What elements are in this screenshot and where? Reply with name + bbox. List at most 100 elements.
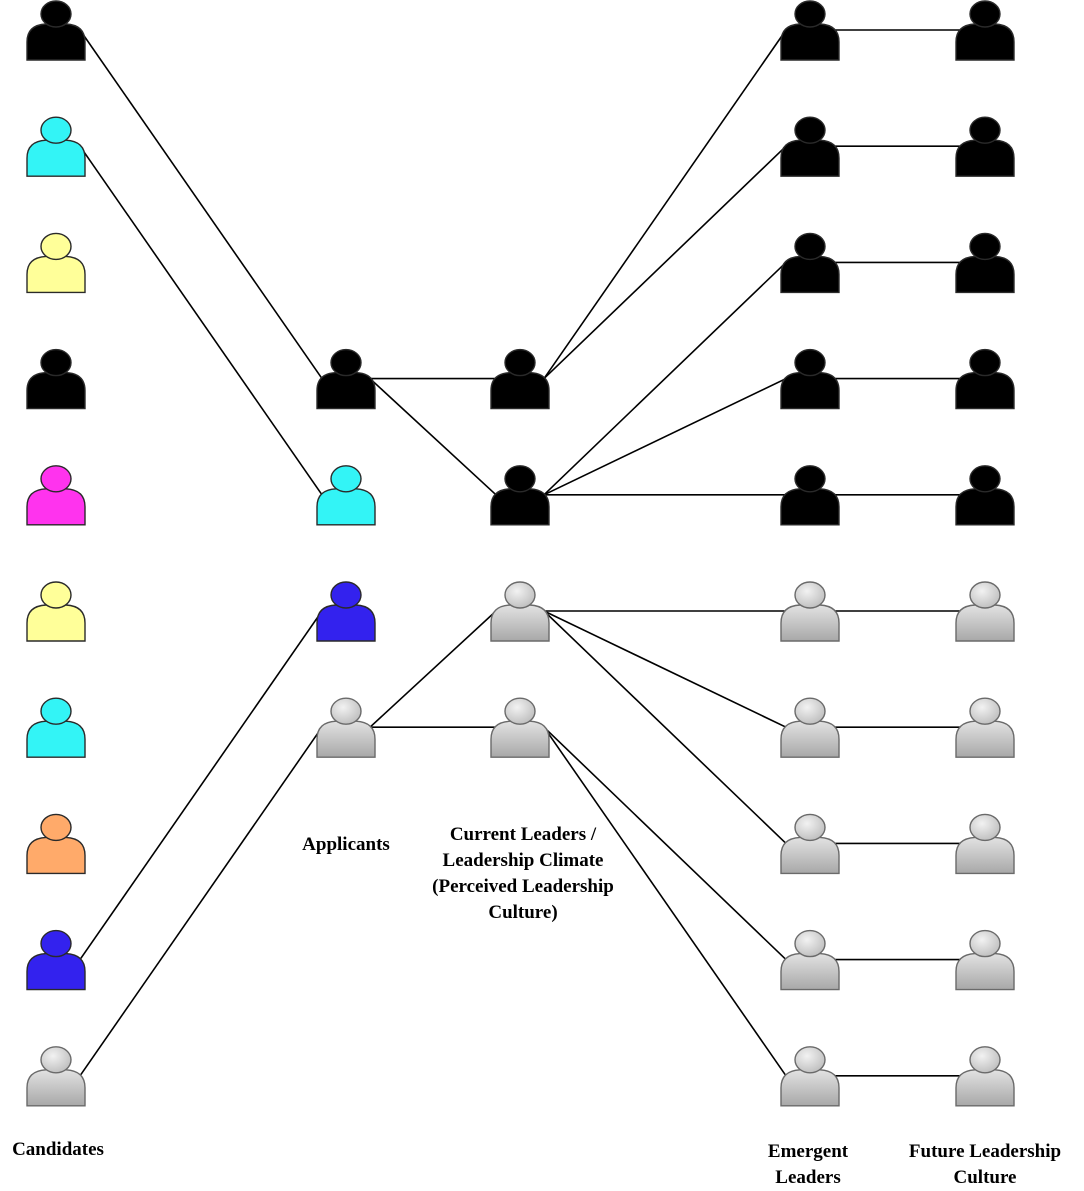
person-body xyxy=(955,720,1015,758)
person-icon xyxy=(26,465,86,526)
person-head xyxy=(794,465,826,493)
connector-line xyxy=(543,29,787,380)
person-head xyxy=(40,232,72,261)
connector-line xyxy=(79,726,323,1077)
person-icon xyxy=(955,1046,1015,1107)
person-body xyxy=(316,604,376,642)
current-leaders-label-line-4: Culture) xyxy=(488,902,558,923)
connector-line xyxy=(543,610,787,844)
person-body xyxy=(780,952,840,991)
person-body xyxy=(955,255,1015,294)
person-icon xyxy=(780,1046,840,1107)
person-icon xyxy=(955,0,1015,61)
emergent-leaders-label-line-2: Leaders xyxy=(775,1167,841,1188)
person-icon xyxy=(316,465,376,526)
connector-line xyxy=(543,726,787,1077)
emergent-leaders-label-line-1: Emergent xyxy=(767,1141,849,1162)
person-icon xyxy=(780,348,840,410)
future-culture-label: Future Leadership Culture xyxy=(890,1139,1080,1191)
person-body xyxy=(955,23,1015,61)
person-body xyxy=(780,720,840,758)
future-culture-label-line-2: Culture xyxy=(953,1167,1017,1188)
person-head xyxy=(794,1046,826,1074)
person-head xyxy=(40,813,72,842)
person-head xyxy=(504,697,536,725)
connector-line xyxy=(543,610,787,728)
connector-line xyxy=(543,377,787,496)
person-head xyxy=(330,465,362,493)
person-body xyxy=(26,836,86,875)
person-body xyxy=(780,604,840,642)
person-head xyxy=(969,232,1001,261)
emergent-leaders-label: Emergent Leaders xyxy=(748,1139,868,1191)
person-body xyxy=(780,139,840,177)
connector-line xyxy=(79,29,323,380)
person-icon xyxy=(26,929,86,991)
person-head xyxy=(330,348,362,377)
person-body xyxy=(490,488,550,526)
person-body xyxy=(316,488,376,526)
person-icon xyxy=(955,116,1015,177)
person-head xyxy=(794,813,826,842)
person-head xyxy=(969,348,1001,377)
person-body xyxy=(955,488,1015,526)
person-body xyxy=(780,488,840,526)
applicants-label: Applicants xyxy=(286,832,406,858)
person-icon xyxy=(780,465,840,526)
person-head xyxy=(504,348,536,377)
person-icon xyxy=(490,465,550,526)
person-icon xyxy=(955,348,1015,410)
person-body xyxy=(955,139,1015,177)
connector-line xyxy=(79,145,323,496)
person-icon xyxy=(780,581,840,642)
person-icons xyxy=(26,0,1015,1107)
person-icon xyxy=(316,348,376,410)
person-body xyxy=(490,371,550,410)
candidates-label: Candidates xyxy=(0,1137,116,1163)
person-body xyxy=(490,604,550,642)
person-body xyxy=(955,836,1015,875)
person-head xyxy=(794,0,826,28)
person-body xyxy=(26,604,86,642)
connector-line xyxy=(543,261,787,496)
person-body xyxy=(780,255,840,294)
person-head xyxy=(794,116,826,144)
person-body xyxy=(316,371,376,410)
connector-line xyxy=(369,610,497,728)
person-icon xyxy=(316,697,376,758)
person-body xyxy=(26,23,86,61)
person-body xyxy=(780,1069,840,1107)
person-icon xyxy=(955,581,1015,642)
person-icon xyxy=(955,813,1015,875)
person-icon xyxy=(955,929,1015,991)
connector-line xyxy=(369,378,497,496)
person-head xyxy=(40,116,72,144)
person-icon xyxy=(780,116,840,177)
person-icon xyxy=(490,581,550,642)
person-body xyxy=(316,720,376,758)
person-body xyxy=(26,1069,86,1107)
current-leaders-label-line-3: (Perceived Leadership xyxy=(432,876,614,897)
current-leaders-label-line-1: Current Leaders / xyxy=(449,824,597,845)
person-icon xyxy=(780,697,840,758)
person-body xyxy=(490,720,550,758)
person-icon xyxy=(490,348,550,410)
current-leaders-label-line-2: Leadership Climate xyxy=(442,850,604,871)
person-head xyxy=(794,348,826,377)
person-icon xyxy=(26,581,86,642)
person-head xyxy=(330,581,362,609)
person-body xyxy=(955,952,1015,991)
person-head xyxy=(40,0,72,28)
person-head xyxy=(794,581,826,609)
person-head xyxy=(40,348,72,377)
person-body xyxy=(955,371,1015,410)
person-body xyxy=(26,139,86,177)
person-head xyxy=(40,697,72,725)
person-icon xyxy=(780,0,840,61)
person-body xyxy=(26,488,86,526)
connector-line xyxy=(79,610,323,961)
person-body xyxy=(780,371,840,410)
person-head xyxy=(969,581,1001,609)
applicants-label-text: Applicants xyxy=(302,834,390,855)
